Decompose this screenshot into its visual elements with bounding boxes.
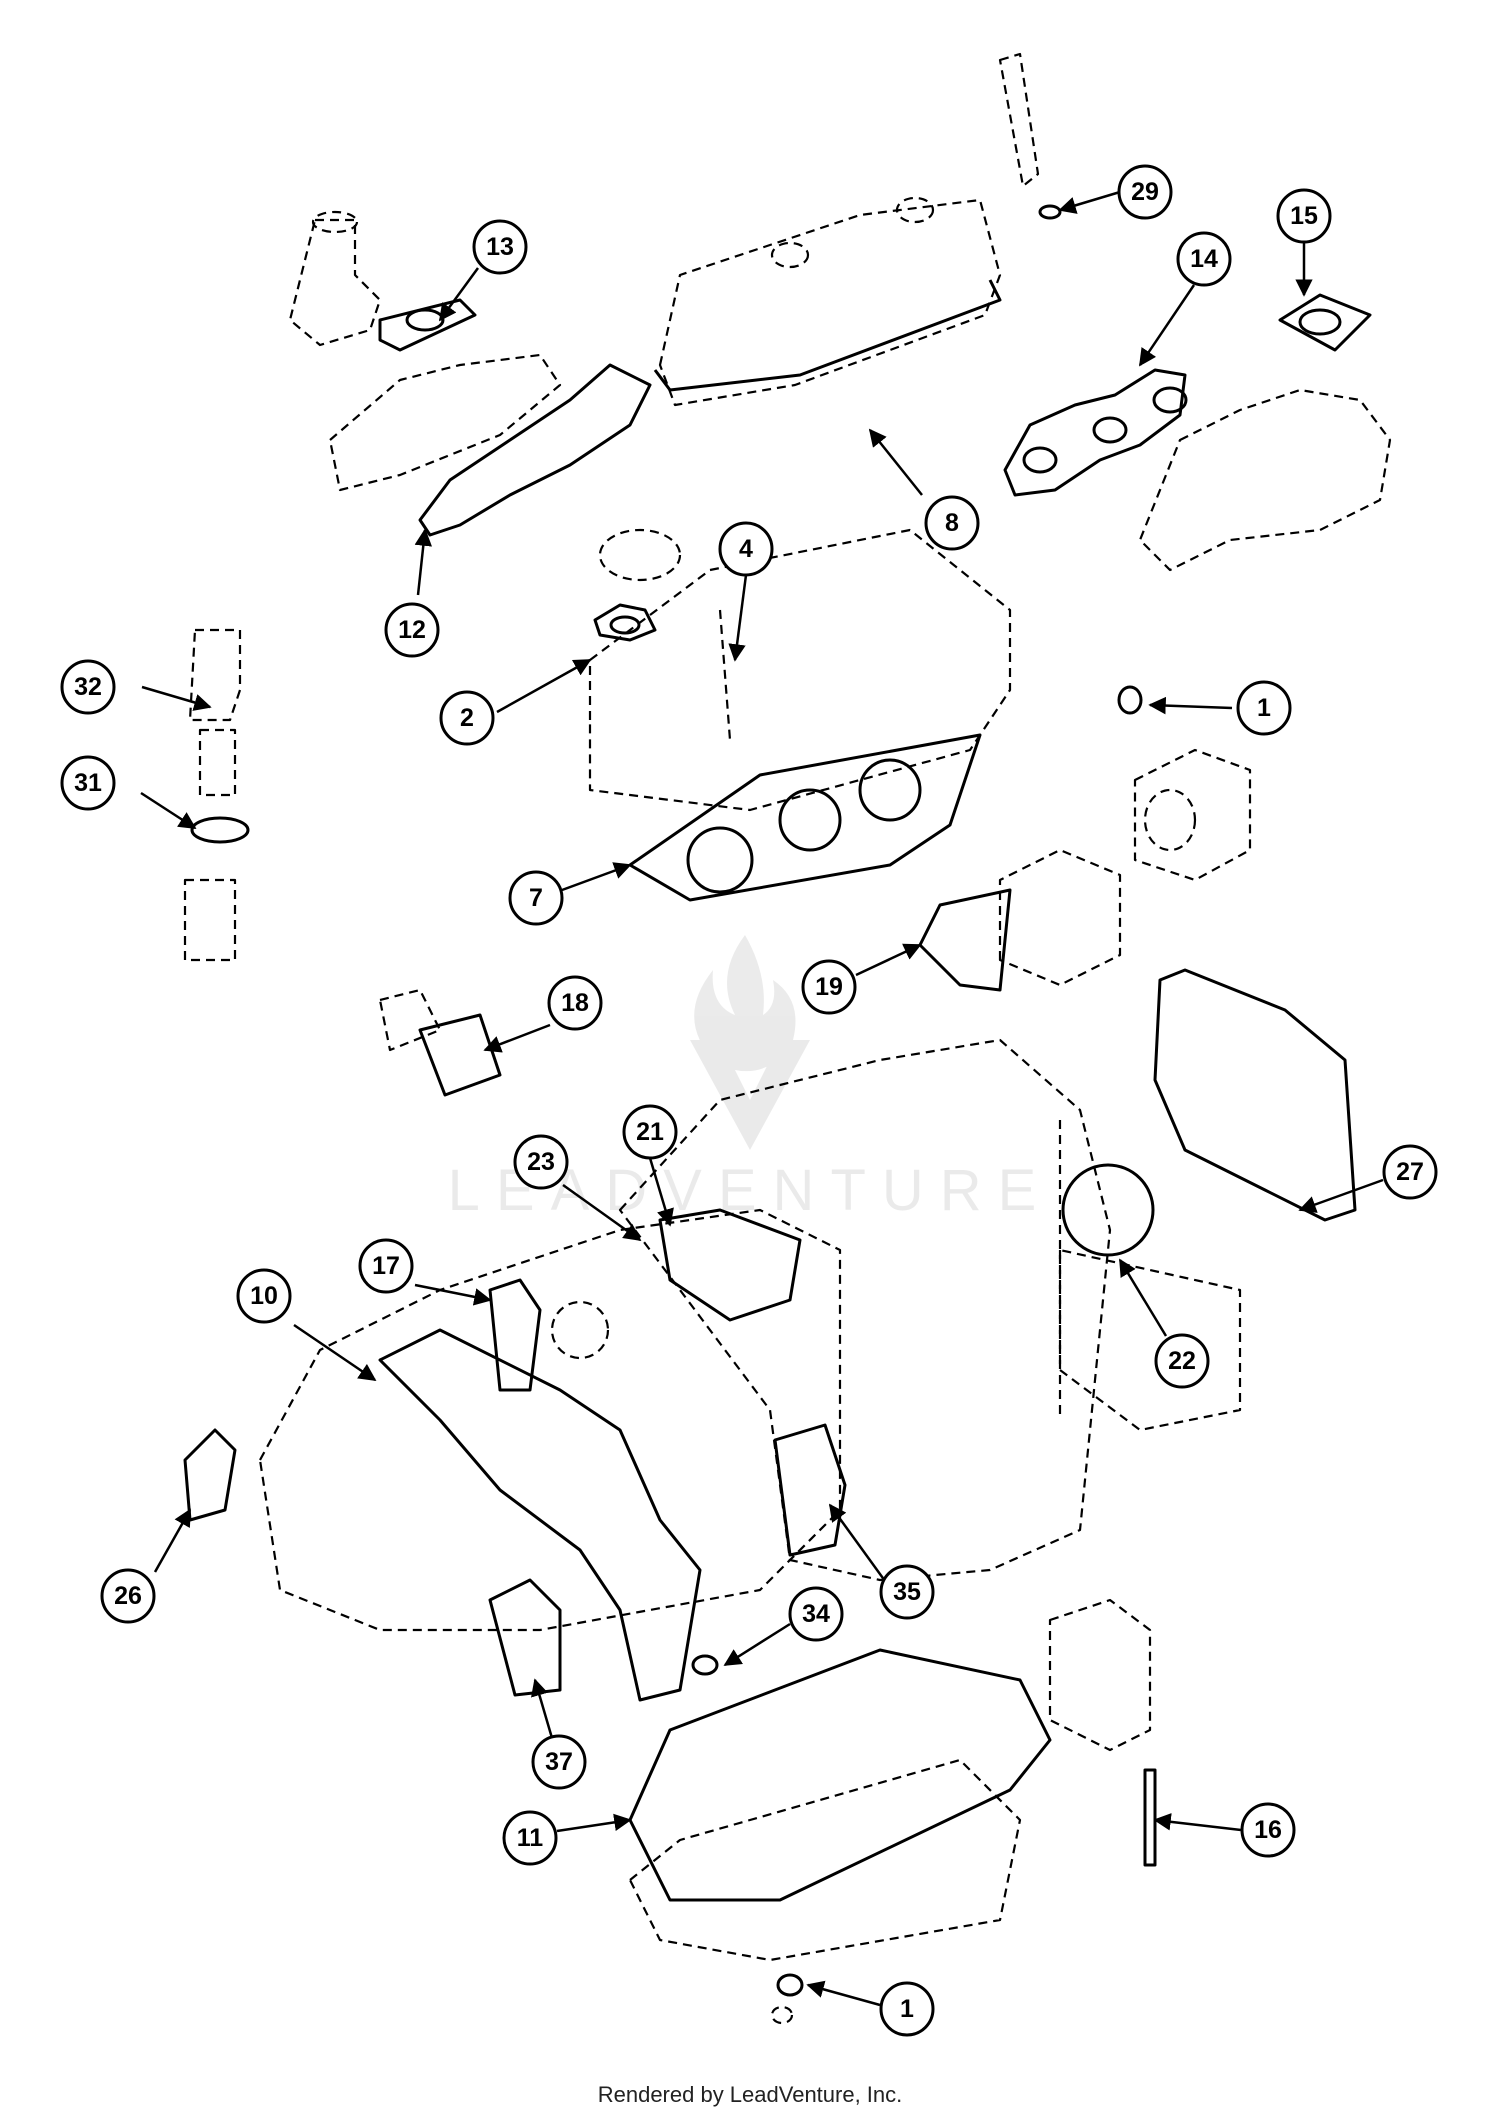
- callout-label: 19: [815, 973, 843, 1001]
- callout-label: 14: [1190, 245, 1218, 273]
- callout-label: 27: [1396, 1158, 1424, 1186]
- callout-label: 26: [114, 1582, 142, 1610]
- callout-7: 7: [508, 870, 564, 926]
- callout-label: 10: [250, 1282, 278, 1310]
- callout-21: 21: [622, 1104, 678, 1160]
- breather-pipe: [998, 52, 1062, 220]
- oil-filter-assembly: [918, 685, 1252, 992]
- exhaust-manifold: [1003, 293, 1392, 572]
- callout-label: 31: [74, 769, 102, 797]
- callout-18: 18: [547, 975, 603, 1031]
- callout-11: 11: [502, 1810, 558, 1866]
- callout-label: 35: [893, 1578, 921, 1606]
- callout-label: 37: [545, 1748, 573, 1776]
- water-outlet-housing: [288, 210, 477, 352]
- engine-block: [618, 1038, 1112, 1582]
- callout-label: 17: [372, 1252, 400, 1280]
- water-pipe: [183, 628, 250, 962]
- callouts: 1 2 4 7 8 10 11 12 13 14 15 16 17 18 19 …: [60, 164, 1438, 2037]
- water-outlet-gasket: [378, 988, 502, 1097]
- callout-13: 13: [472, 219, 528, 275]
- callout-27: 27: [1382, 1144, 1438, 1200]
- drain-plug: [770, 1973, 804, 2025]
- callout-label: 18: [561, 989, 589, 1017]
- head-gasket: [628, 733, 982, 902]
- cylinder-head: [588, 528, 1012, 812]
- callout-17: 17: [358, 1238, 414, 1294]
- callout-label: 8: [945, 509, 959, 537]
- callout-2: 2: [439, 690, 495, 746]
- callout-label: 29: [1131, 178, 1159, 206]
- callout-32: 32: [60, 659, 116, 715]
- callout-35: 35: [879, 1564, 935, 1620]
- callout-label: 15: [1290, 202, 1318, 230]
- callout-1-bottom: 1: [879, 1981, 935, 2037]
- flywheel-housing-gasket: [1058, 968, 1357, 1432]
- callout-37: 37: [531, 1734, 587, 1790]
- callout-14: 14: [1176, 231, 1232, 287]
- callout-label: 22: [1168, 1347, 1196, 1375]
- oil-pan: [628, 1648, 1052, 1962]
- callout-34: 34: [788, 1586, 844, 1642]
- callout-label: 16: [1254, 1816, 1282, 1844]
- callout-16: 16: [1240, 1802, 1296, 1858]
- callout-19: 19: [801, 959, 857, 1015]
- footer-credit: Rendered by LeadVenture, Inc.: [597, 2082, 903, 2107]
- callout-label: 13: [486, 233, 514, 261]
- intake-manifold: [328, 353, 652, 537]
- callout-15: 15: [1276, 188, 1332, 244]
- callout-label: 4: [739, 535, 753, 563]
- valve-cover: [653, 196, 1002, 407]
- callout-label: 7: [529, 884, 543, 912]
- callout-12: 12: [384, 602, 440, 658]
- callout-1-top: 1: [1236, 680, 1292, 736]
- callout-29: 29: [1117, 164, 1173, 220]
- callout-10: 10: [236, 1268, 292, 1324]
- callout-label: 23: [527, 1148, 555, 1176]
- callout-label: 12: [398, 616, 426, 644]
- timing-gear-case: [258, 1208, 842, 1702]
- callout-31: 31: [60, 755, 116, 811]
- callout-label: 1: [900, 1995, 914, 2023]
- callout-label: 32: [74, 673, 102, 701]
- callout-label: 34: [802, 1600, 830, 1628]
- callout-8: 8: [924, 495, 980, 551]
- callout-4: 4: [718, 521, 774, 577]
- callout-26: 26: [100, 1568, 156, 1624]
- callout-label: 11: [517, 1824, 544, 1852]
- callout-label: 21: [636, 1118, 664, 1146]
- callout-label: 2: [460, 704, 474, 732]
- callout-label: 1: [1257, 694, 1271, 722]
- side-cover-gasket: [183, 1428, 237, 1522]
- callout-22: 22: [1154, 1333, 1210, 1389]
- callout-23: 23: [513, 1134, 569, 1190]
- dipstick-guide: [1048, 1598, 1157, 1867]
